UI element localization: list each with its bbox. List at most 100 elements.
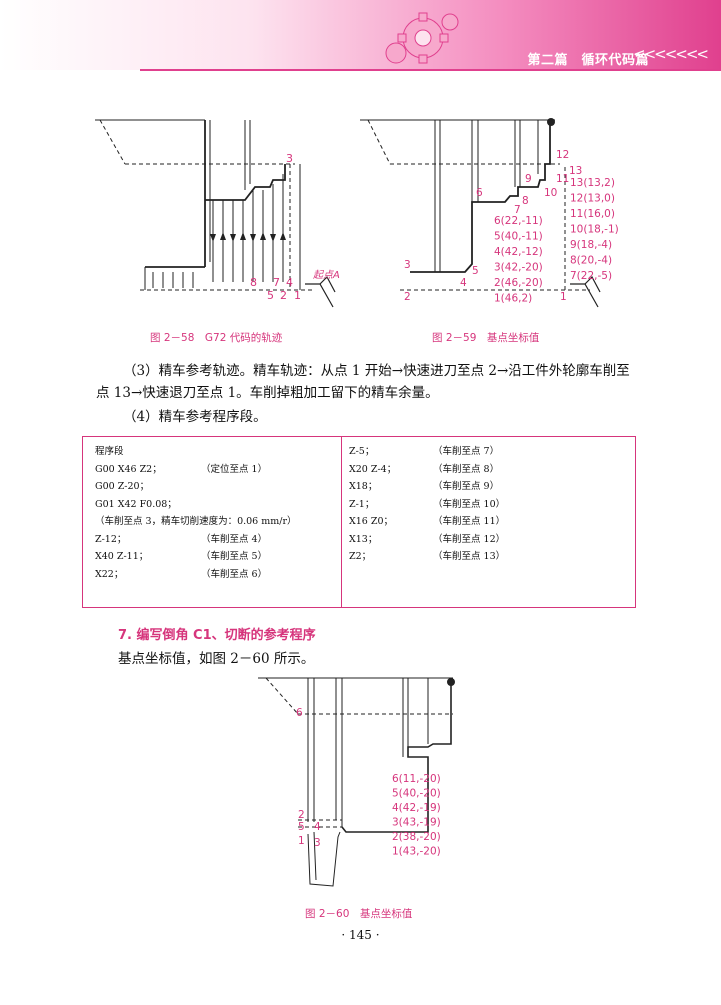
fig58-label-4: 4 [286, 276, 293, 289]
code-text: X40 Z-11； [95, 551, 149, 562]
coord-label: 13(13,2) [570, 177, 615, 189]
code-column-left: 程序段 G00 X46 Z2； （定位至点 1） G00 Z-20； G01 X42 F… [95, 443, 297, 583]
coord-label: 6(22,-11) [494, 215, 543, 227]
fig59-label-10: 10 [544, 187, 557, 199]
code-line: X20 Z-4； （车削至点 8） [349, 461, 499, 479]
code-line: Z-1； （车削至点 10） [349, 496, 505, 514]
code-line: 程序段 [95, 443, 297, 461]
fig58-label-7: 7 [273, 276, 280, 289]
coord-label: 5(40,-20) [392, 788, 441, 800]
code-line: X13； （车削至点 12） [349, 531, 505, 549]
fig59-label-9: 9 [525, 173, 532, 185]
section-title: 7. 编写倒角 C1、切断的参考程序 [118, 628, 316, 643]
coord-label: 2(46,-20) [494, 277, 543, 289]
fig60-label-5: 5 [298, 821, 305, 833]
figure-2-58: 3 8 7 4 5 2 1 起点A [95, 119, 340, 308]
fig60-label-3: 3 [314, 837, 321, 849]
code-table: 程序段 G00 X46 Z2； （定位至点 1） G00 Z-20； G01 X42 F… [82, 436, 636, 608]
header-rule [140, 69, 721, 71]
code-comment: （车削至点 9） [433, 481, 500, 492]
code-comment: （车削至点 6） [201, 568, 268, 580]
figure-2-60: 6 2 5 4 1 3 6(11,-20) 5(40,-20) 4(42,-19) 3… [258, 677, 455, 887]
coord-label: 11(16,0) [570, 208, 615, 220]
coord-label: 3(42,-20) [494, 262, 543, 274]
coord-label: 5(40,-11) [494, 231, 543, 243]
code-text: X20 Z-4； [349, 463, 397, 475]
page-header [0, 0, 721, 70]
code-comment: （车削至点 4） [201, 533, 268, 545]
code-comment: （车削至点 8） [433, 463, 500, 475]
code-line: X22； （车削至点 6） [95, 566, 297, 584]
code-line: G01 X42 F0.08； [95, 496, 297, 514]
code-line: X18； （车削至点 9） [349, 478, 499, 496]
coord-label: 10(18,-1) [570, 224, 619, 236]
code-comment: （车削至点 12） [433, 533, 506, 545]
fig58-label-5: 5 [267, 289, 274, 302]
code-text: Z-12； [95, 533, 127, 545]
code-text: Z-5； [349, 446, 375, 457]
coord-label: 1(46,2) [494, 293, 532, 305]
figure-2-59: 12 13 11 10 9 8 7 6 5 4 3 2 1 13(13,2)12… [360, 118, 619, 308]
coord-label: 3(43,-19) [392, 817, 441, 829]
coord-label: 12(13,0) [570, 193, 615, 205]
header-part: 第二篇 [527, 53, 568, 68]
fig60-label-4: 4 [314, 821, 321, 833]
code-comment: （车削至点 5） [201, 551, 268, 562]
code-text: X22； [95, 568, 124, 580]
code-line: G00 X46 Z2； （定位至点 1） [95, 461, 297, 479]
page-number: · 145 · [341, 928, 380, 942]
code-text: G00 X46 Z2； [95, 463, 162, 475]
gear-icon [385, 12, 459, 64]
code-text: X18； [349, 481, 378, 492]
code-line: Z-5； （车削至点 7） [349, 443, 499, 461]
coord-label: 4(42,-19) [392, 802, 441, 814]
code-text: Z2； [349, 551, 372, 562]
chevrons-decoration: <<<<<<< [633, 45, 709, 63]
fig60-label-1: 1 [298, 835, 305, 847]
fig58-label-8: 8 [250, 276, 257, 289]
code-text: Z-1； [349, 498, 375, 510]
header-chapter: 循环代码篇 [581, 53, 649, 68]
coord-label: 7(22,-5) [570, 270, 612, 282]
code-line: Z2； （车削至点 13） [349, 548, 505, 566]
coord-label: 8(20,-4) [570, 255, 612, 267]
code-text: （车削至点 3，精车切削速度为：0.06 mm/r） [95, 516, 297, 527]
coord-label: 1(43,-20) [392, 846, 441, 858]
fig59-label-7: 7 [514, 204, 521, 216]
fig59-label-5: 5 [472, 265, 479, 277]
fig58-label-2: 2 [280, 289, 287, 302]
fig59-caption: 图 2－59 基点坐标值 [432, 332, 540, 344]
coord-label: 2(38,-20) [392, 831, 441, 843]
paragraph-fig60-ref: 基点坐标值，如图 2－60 所示。 [118, 651, 315, 667]
code-text: X13； [349, 533, 378, 545]
fig59-label-4: 4 [460, 277, 467, 289]
code-line: Z-12； （车削至点 4） [95, 531, 297, 549]
fig59-label-3: 3 [404, 259, 411, 271]
fig59-label-13: 13 [569, 165, 582, 177]
fig58-label-3: 3 [286, 152, 293, 165]
code-comment: （车削至点 13） [433, 551, 506, 562]
code-text: X16 Z0； [349, 516, 394, 527]
code-line: G00 Z-20； [95, 478, 297, 496]
code-divider [341, 437, 342, 607]
fig58-start-label: 起点A [313, 269, 340, 281]
fig60-label-6: 6 [296, 707, 303, 719]
fig60-label-2: 2 [298, 809, 305, 821]
coord-label: 4(42,-12) [494, 246, 543, 258]
code-line: X16 Z0； （车削至点 11） [349, 513, 505, 531]
code-column-right: Z-5； （车削至点 7） X20 Z-4； （车削至点 8） X18； （车削至点 9）… [349, 443, 505, 566]
fig59-label-11: 11 [556, 173, 569, 185]
coord-label: 6(11,-20) [392, 773, 441, 785]
paragraph-finish-path: （3）精车参考轨迹。精车轨迹：从点 1 开始→快速进刀至点 2→沿工件外轮廓车削… [96, 363, 630, 401]
fig59-label-1: 1 [560, 291, 567, 303]
fig59-label-2: 2 [404, 291, 411, 303]
coord-label: 9(18,-4) [570, 239, 612, 251]
code-comment: （车削至点 10） [433, 498, 506, 510]
paragraph-finish-program: （4）精车参考程序段。 [123, 409, 267, 425]
fig59-label-6: 6 [476, 187, 483, 199]
code-comment: （车削至点 7） [433, 446, 500, 457]
code-line: （车削至点 3，精车切削速度为：0.06 mm/r） [95, 513, 297, 531]
code-comment: （定位至点 1） [201, 463, 268, 475]
code-comment: （车削至点 11） [433, 516, 506, 527]
code-text: G00 Z-20； [95, 481, 150, 492]
